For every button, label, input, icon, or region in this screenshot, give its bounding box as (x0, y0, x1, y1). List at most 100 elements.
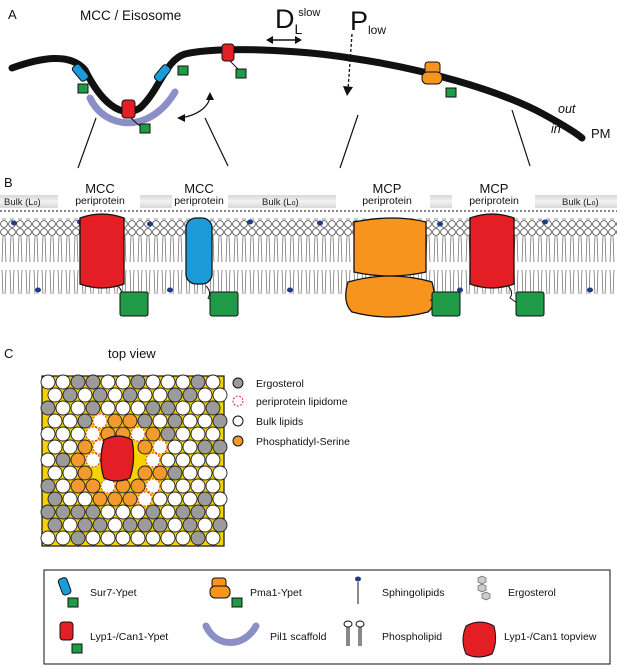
lipid-circle (175, 374, 191, 390)
lipid-circle (77, 387, 93, 403)
lipid-circle (175, 452, 191, 468)
legend-item-lyp1: Lyp1-/Can1-Ypet (90, 631, 169, 643)
legend-ps-text: Phosphatidyl-Serine (256, 436, 350, 448)
lipid-circle (70, 426, 86, 442)
sur7-right-icon (153, 64, 189, 83)
lipid-circle (205, 400, 221, 416)
bulk-label-1: Bulk (Lo) (4, 197, 41, 208)
lipid-circle (137, 491, 153, 507)
lipid-circle (115, 504, 131, 520)
legend-ergosterol-text: Ergosterol (256, 378, 304, 390)
lipid-circle (145, 400, 161, 416)
lipid-circle (167, 413, 183, 429)
lipid-circle (47, 413, 63, 429)
lipid-circle (145, 374, 161, 390)
lipid-circle (145, 478, 161, 494)
probability-sub: low (368, 23, 387, 37)
lipid-circle (167, 439, 183, 455)
lipid-circle (182, 517, 198, 533)
lipid-circle (47, 491, 63, 507)
lipid-circle (175, 530, 191, 546)
lyp1-surface-icon (221, 43, 247, 79)
lipid-circle (70, 452, 86, 468)
lipid-circle (107, 517, 123, 533)
lipid-circle (92, 413, 108, 429)
lipid-circle (130, 504, 146, 520)
lipid-circle (77, 491, 93, 507)
legend-periprotein-text: periprotein lipidome (256, 396, 348, 408)
top-view-protein (100, 435, 135, 482)
lipid-circle (122, 491, 138, 507)
lipid-circle (122, 517, 138, 533)
lipid-circle (212, 387, 228, 403)
lipid-circle (145, 426, 161, 442)
lipid-circle (85, 530, 101, 546)
lipid-circle (55, 478, 71, 494)
lipid-circle (160, 426, 176, 442)
lipid-circle (40, 374, 56, 390)
lipid-circle (55, 426, 71, 442)
lipid-circle (92, 491, 108, 507)
legend-ergosterol-icon (477, 575, 491, 601)
legend-pil1-icon (202, 622, 260, 646)
lipid-circle (70, 400, 86, 416)
lipid-circle (77, 465, 93, 481)
panel-c-label: C (4, 346, 14, 361)
lipid-circle (190, 426, 206, 442)
lipid-circle (160, 504, 176, 520)
lipid-circle (167, 465, 183, 481)
lipid-circle (40, 478, 56, 494)
lipid-circle (197, 465, 213, 481)
legend-item-lyp1-topview: Lyp1-/Can1 topview (504, 631, 597, 643)
lipid-circle (62, 439, 78, 455)
lipid-circle (62, 465, 78, 481)
lipid-circle (137, 387, 153, 403)
pm-label: PM (591, 126, 611, 141)
lipid-circle (100, 504, 116, 520)
lipid-circle (130, 374, 146, 390)
lipid-circle (137, 465, 153, 481)
lipid-circle (115, 374, 131, 390)
lipid-circle (212, 491, 228, 507)
legend-lyp1-topview-icon (462, 621, 497, 658)
lipid-circle (182, 413, 198, 429)
lipid-circle (167, 387, 183, 403)
lipid-circle (47, 465, 63, 481)
legend-item-sphingolipids: Sphingolipids (382, 587, 445, 599)
lipid-circle (70, 530, 86, 546)
lipid-circle (62, 413, 78, 429)
lipid-circle (160, 452, 176, 468)
lipid-circle (190, 504, 206, 520)
lipid-circle (137, 439, 153, 455)
legend-item-sur7: Sur7-Ypet (90, 587, 137, 599)
lipid-circle (190, 478, 206, 494)
lipid-circle (205, 478, 221, 494)
lipid-circle (190, 530, 206, 546)
bulk-label-2: Bulk (Lo) (262, 197, 299, 208)
mcc-eisosome-title: MCC / Eisosome (80, 8, 182, 23)
out-label: out (558, 102, 576, 116)
periprotein-dot-icon (232, 395, 244, 407)
lipid-circle (175, 426, 191, 442)
lyp1-protein-left (79, 213, 149, 317)
pma1-surface-icon (421, 61, 457, 98)
lipid-circle (47, 387, 63, 403)
diffusion-d: D (275, 4, 295, 34)
lipid-circle (175, 504, 191, 520)
lipid-circle (55, 452, 71, 468)
lipid-circle (205, 530, 221, 546)
lipid-circle (115, 530, 131, 546)
lipid-circle (55, 530, 71, 546)
lipid-circle (182, 439, 198, 455)
lipid-circle (70, 374, 86, 390)
lipid-circle (197, 413, 213, 429)
lipid-circle (100, 400, 116, 416)
lipid-circle (122, 413, 138, 429)
legend-sur7-icon (57, 577, 79, 608)
lipid-circle (92, 387, 108, 403)
lipid-circle (62, 517, 78, 533)
diffusion-label: DLslow (275, 4, 324, 37)
